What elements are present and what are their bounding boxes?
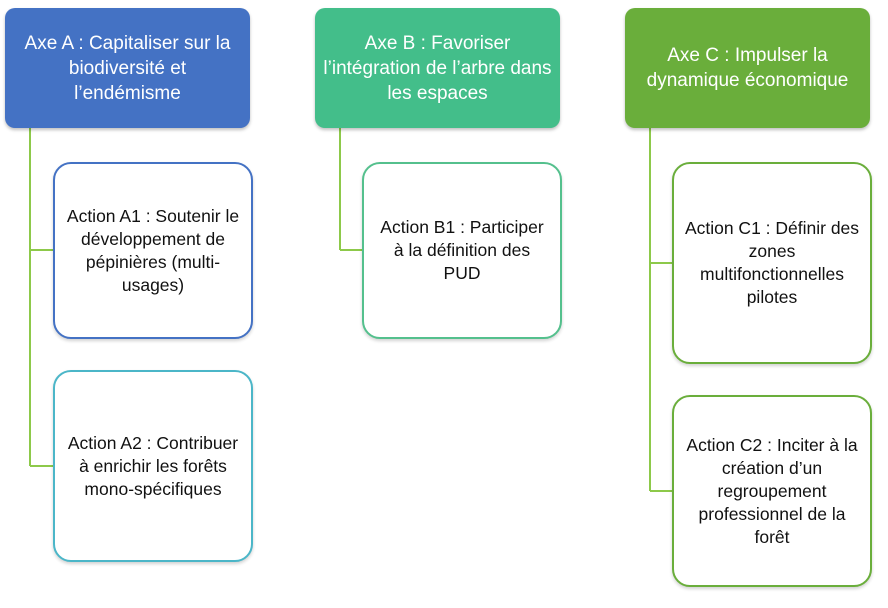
action-b1-box: Action B1 : Participer à la définition d… (362, 162, 562, 339)
axis-b-box: Axe B : Favoriser l’intégration de l’arb… (315, 8, 560, 128)
action-a1-label: Action A1 : Soutenir le développement de… (66, 205, 240, 295)
action-a2-label: Action A2 : Contribuer à enrichir les fo… (67, 432, 239, 499)
action-a1-box: Action A1 : Soutenir le développement de… (53, 162, 253, 339)
axis-c-box: Axe C : Impulser la dynamique économique (625, 8, 870, 128)
action-c1-box: Action C1 : Définir des zones multifonct… (672, 162, 872, 364)
axis-c-title: Axe C : Impulser la dynamique économique (646, 45, 849, 91)
axis-a-box: Axe A : Capitaliser sur la biodiversité … (5, 8, 250, 128)
axis-a-title: Axe A : Capitaliser sur la biodiversité … (24, 32, 231, 104)
axis-b-title: Axe B : Favoriser l’intégration de l’arb… (323, 32, 552, 104)
action-a2-box: Action A2 : Contribuer à enrichir les fo… (53, 370, 253, 562)
action-c2-label: Action C2 : Inciter à la création d’un r… (686, 434, 858, 547)
action-b1-label: Action B1 : Participer à la définition d… (380, 217, 544, 283)
action-c1-label: Action C1 : Définir des zones multifonct… (684, 218, 860, 307)
action-c2-box: Action C2 : Inciter à la création d’un r… (672, 395, 872, 587)
